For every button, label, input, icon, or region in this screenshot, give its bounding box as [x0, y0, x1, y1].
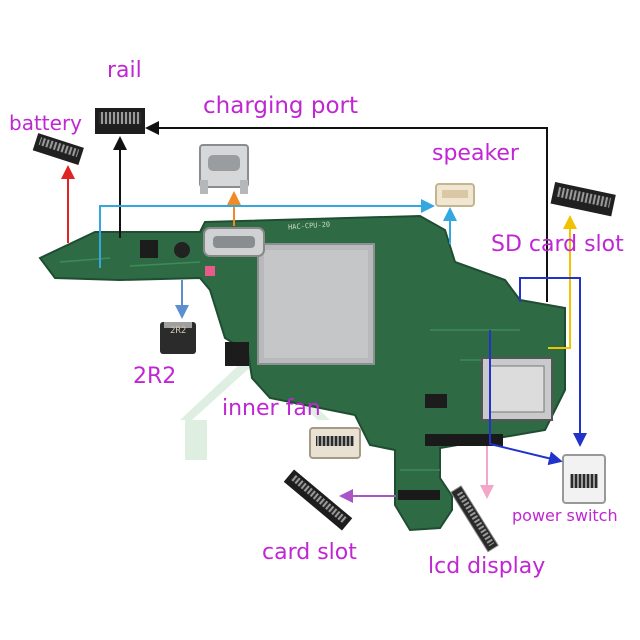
card-slot-connector-icon: [283, 469, 353, 531]
arrow-power-switch-2: [489, 330, 563, 466]
battery-connector-icon: [32, 133, 84, 166]
small-chip: [425, 394, 447, 408]
card-socket: [398, 490, 440, 500]
speaker-connector-icon: [435, 183, 475, 207]
label-charging-port: charging port: [203, 93, 358, 119]
arrows: [61, 121, 587, 503]
lcd-connector-icon: [450, 485, 499, 553]
label-sd-card-slot: SD card slot: [491, 232, 624, 257]
sd-card-connector-icon: [550, 182, 616, 217]
label-battery: battery: [9, 111, 82, 135]
pink-pad: [205, 266, 215, 276]
label-power-switch: power switch: [512, 506, 618, 525]
fan-connector-icon: [309, 427, 361, 459]
label-lcd-display: lcd display: [428, 554, 546, 579]
charging-port-icon: [199, 144, 249, 194]
watermark: [180, 350, 330, 460]
label-2r2: 2R2: [133, 364, 177, 389]
power-switch-connector-icon: [562, 454, 606, 504]
label-card-slot: card slot: [262, 540, 357, 565]
arrow-rail-return: [145, 121, 548, 302]
arrow-power-switch: [519, 277, 587, 447]
small-chip: [140, 240, 158, 258]
inductor-marking: 2R2: [170, 326, 187, 336]
arrow-speaker: [99, 199, 435, 268]
motherboard-icon: [38, 214, 566, 532]
arrow-sd-card: [548, 215, 577, 349]
lcd-socket: [425, 434, 503, 446]
small-chip: [225, 342, 249, 366]
capacitor: [174, 242, 190, 258]
label-rail: rail: [107, 58, 142, 83]
label-speaker: speaker: [432, 141, 519, 166]
rail-connector-icon: [95, 108, 145, 134]
inductor-icon: [160, 322, 196, 354]
label-inner-fan: inner fan: [222, 396, 321, 421]
